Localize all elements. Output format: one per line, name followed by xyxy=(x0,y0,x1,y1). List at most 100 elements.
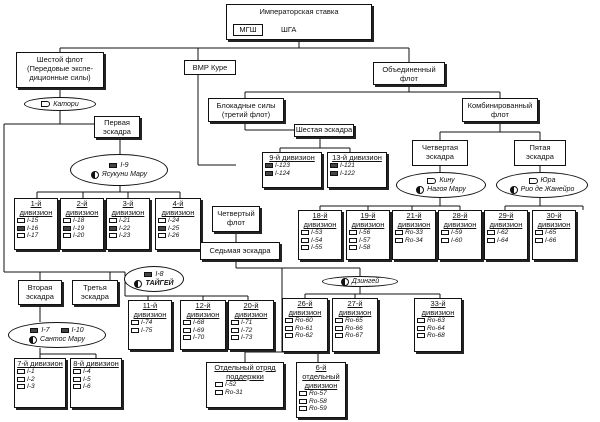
oval-label: I-10 xyxy=(71,327,84,334)
submarine-icon xyxy=(441,230,449,236)
submarine-icon xyxy=(285,325,293,331)
ship-row: Ro-34 xyxy=(393,237,435,245)
submarine-icon xyxy=(265,163,273,169)
submarine-icon xyxy=(183,320,191,326)
tender-icon xyxy=(416,185,425,194)
ship-row: I-65 xyxy=(533,229,575,237)
fifth-squadron-box: Пятая эскадра xyxy=(514,140,566,166)
submarine-icon xyxy=(335,333,343,339)
ship-label: I-18 xyxy=(73,217,85,224)
ship-row: I-1 xyxy=(15,368,65,376)
ship-row: I-58 xyxy=(347,244,389,252)
ship-label: I-75 xyxy=(141,326,153,334)
submarine-icon xyxy=(144,272,153,277)
ship-row: I-22 xyxy=(107,225,149,233)
submarine-icon xyxy=(330,163,338,169)
flag-icon xyxy=(528,177,538,184)
fourth-squadron-oval: Кину Нагоя Мару xyxy=(396,172,486,198)
ship-row: I-21 xyxy=(107,217,149,225)
ship-row: I-5 xyxy=(71,376,121,384)
sixth-squadron-title: Шестая эскадра xyxy=(295,125,353,134)
imperial-hq-box: Императорская ставка МГШ ШГА xyxy=(226,4,372,40)
ship-row: Ro-64 xyxy=(415,325,461,333)
ship-row: Ro-57 xyxy=(297,390,345,398)
ship-row: I-26 xyxy=(156,232,200,240)
tender-icon xyxy=(509,185,518,194)
div8-box: 8-й дивизион I-4 I-5 I-6 xyxy=(70,358,122,408)
submarine-icon xyxy=(17,369,25,375)
div27-box: 27-й дивизион Ro-65 Ro-66 Ro-67 xyxy=(332,298,378,352)
div28-title: 28-й дивизион xyxy=(443,211,477,229)
div18-box: 18-й дивизион I-53 I-54 I-55 xyxy=(298,210,342,260)
submarine-icon xyxy=(417,325,425,331)
blockade-forces-box: Блокадные силы (третий флот) xyxy=(208,98,284,122)
oval-label: Ясукуни Мару xyxy=(101,171,148,178)
submarine-icon xyxy=(63,233,71,239)
div27-title: 27-й дивизион xyxy=(338,299,372,317)
submarine-icon xyxy=(73,369,81,375)
fourth-squadron-box: Четвертая эскадра xyxy=(412,140,468,166)
ship-label: I-62 xyxy=(497,229,509,236)
ship-label: I-71 xyxy=(241,319,253,326)
div12-box: 12-й дивизион I-68 I-69 I-70 xyxy=(180,300,226,350)
ship-row: Ro-59 xyxy=(297,405,345,413)
ship-label: Ro-33 xyxy=(405,229,423,236)
combined-fleet-title: Объединенный флот xyxy=(382,65,436,83)
ship-row: I-64 xyxy=(485,237,527,245)
blockade-forces-title: Блокадные силы (третий флот) xyxy=(216,101,276,119)
ship-label: I-16 xyxy=(27,224,39,232)
div9-box: 9-й дивизион I-123 I-124 xyxy=(262,152,322,188)
ship-label: Ro-57 xyxy=(309,390,327,397)
ship-label: Ro-58 xyxy=(309,397,327,405)
fifth-squadron-title: Пятая эскадра xyxy=(526,143,554,161)
imperial-hq-title: Императорская ставка xyxy=(259,7,339,16)
ship-row: Ro-63 xyxy=(415,317,461,325)
submarine-icon xyxy=(131,327,139,333)
div4-box: 4-й дивизион I-24 I-25 I-26 xyxy=(155,198,201,250)
submarine-icon xyxy=(215,389,223,395)
submarine-icon xyxy=(349,230,357,236)
ship-label: I-54 xyxy=(311,236,323,244)
div7-box: 7-й дивизион I-1 I-2 I-3 xyxy=(14,358,66,408)
div26-box: 26-й дивизион Ro-60 Ro-61 Ro-62 xyxy=(282,298,328,352)
submarine-icon xyxy=(183,335,191,341)
oval-label: Дзингей xyxy=(351,278,380,285)
div30-title: 30-й дивизион xyxy=(537,211,571,229)
ship-label: Ro-59 xyxy=(309,405,327,412)
submarine-icon xyxy=(17,376,25,382)
div21-title: 21-й дивизион xyxy=(397,211,431,229)
ship-label: I-24 xyxy=(168,217,180,224)
ship-row: Ro-68 xyxy=(415,332,461,340)
div26-title: 26-й дивизион xyxy=(288,299,322,317)
submarine-icon xyxy=(535,237,543,243)
ship-row: I-60 xyxy=(439,237,481,245)
sixth-fleet-title: Шестой флот (Передовые экспе-диционные с… xyxy=(26,55,94,82)
ship-label: I-58 xyxy=(359,244,371,251)
submarine-icon xyxy=(349,237,357,243)
ship-label: I-72 xyxy=(241,326,253,334)
submarine-icon xyxy=(301,237,309,243)
ship-label: I-5 xyxy=(83,375,91,383)
submarine-icon xyxy=(63,218,71,224)
mgsh-label: МГШ xyxy=(239,25,257,34)
ship-label: I-15 xyxy=(27,217,39,224)
ship-row: I-121 xyxy=(328,162,386,170)
mgsh-box: МГШ xyxy=(233,24,263,36)
ship-row: Ro-67 xyxy=(333,332,377,340)
combo-fleet-title: Комбинированный флот xyxy=(467,101,533,119)
ship-row: I-54 xyxy=(299,237,341,245)
oval-label: Кину xyxy=(439,177,455,184)
third-squadron-box: Третья эскадра xyxy=(72,280,118,305)
seventh-squadron-title: Седьмая эскадра xyxy=(209,246,271,255)
ship-label: I-17 xyxy=(27,232,39,239)
ship-label: I-66 xyxy=(545,236,557,244)
div6-title: 6-й отдельный дивизион xyxy=(302,363,340,390)
ship-label: I-3 xyxy=(27,383,35,390)
ship-label: I-74 xyxy=(141,319,153,326)
ship-label: I-55 xyxy=(311,244,323,251)
submarine-icon xyxy=(30,328,39,333)
ship-label: I-57 xyxy=(359,236,371,244)
ship-row: I-6 xyxy=(71,383,121,391)
